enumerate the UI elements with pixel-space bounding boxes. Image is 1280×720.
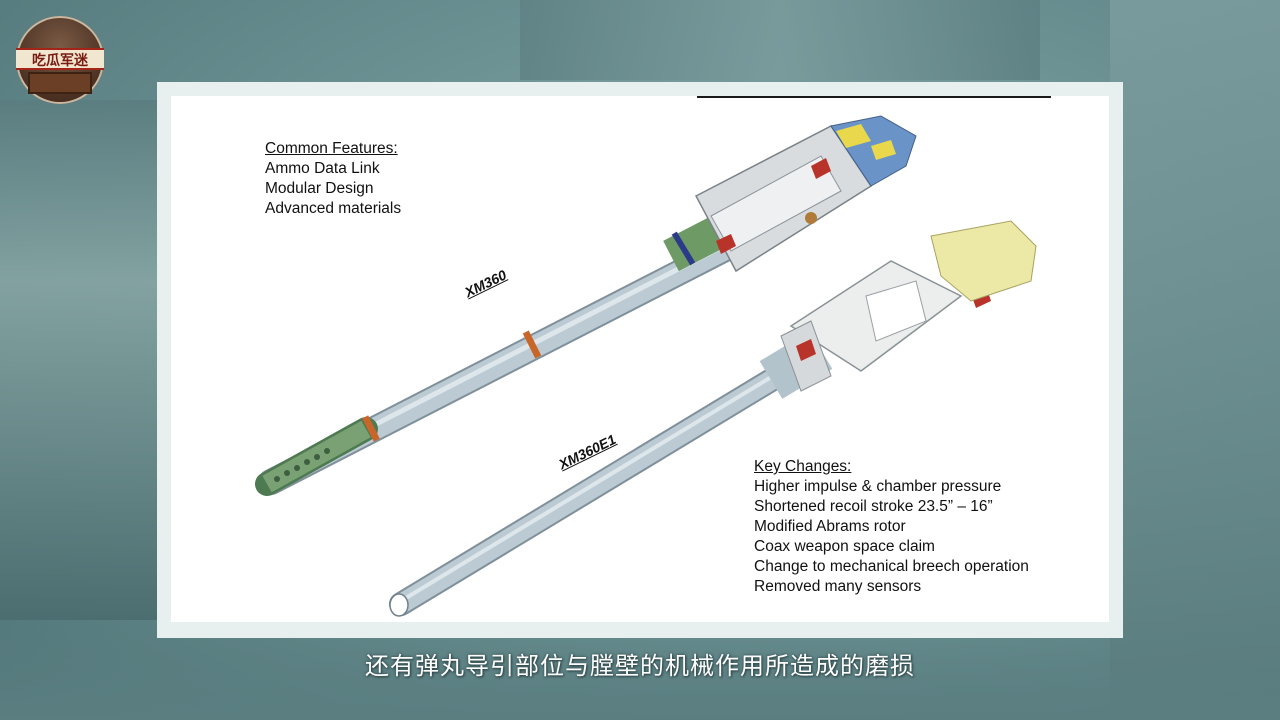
key-change-item: Shortened recoil stroke 23.5” – 16” xyxy=(754,498,993,515)
slide xyxy=(171,96,1109,622)
background-right xyxy=(1110,0,1280,720)
key-change-item: Modified Abrams rotor xyxy=(754,518,906,535)
xm360-muzzle-brake xyxy=(255,417,378,496)
xm360-gun xyxy=(255,115,917,496)
video-subtitle: 还有弹丸导引部位与膛壁的机械作用所造成的磨损 xyxy=(365,652,915,680)
logo-shelf-icon xyxy=(28,72,92,94)
key-changes: Key Changes: Higher impulse & chamber pr… xyxy=(754,457,1029,597)
common-feature-item: Advanced materials xyxy=(265,200,402,217)
common-feature-item: Modular Design xyxy=(265,180,374,197)
common-features-heading: Common Features: xyxy=(265,140,398,157)
xm360e1-gun xyxy=(389,220,1037,617)
key-change-item: Higher impulse & chamber pressure xyxy=(754,478,1002,495)
common-feature-item: Ammo Data Link xyxy=(265,160,380,177)
background-left xyxy=(0,100,160,620)
common-features: Common Features: Ammo Data Link Modular … xyxy=(265,139,401,219)
xm360-breech xyxy=(694,115,917,273)
slide-top-rule xyxy=(697,96,1051,98)
key-change-item: Change to mechanical breech operation xyxy=(754,558,1029,575)
channel-logo-text: 吃瓜军迷 xyxy=(16,48,104,70)
key-changes-heading: Key Changes: xyxy=(754,458,852,475)
xm360e1-breech xyxy=(780,220,1037,392)
gun-illustration xyxy=(255,115,1037,617)
background-top xyxy=(520,0,1040,80)
key-change-item: Coax weapon space claim xyxy=(754,538,935,555)
key-change-item: Removed many sensors xyxy=(754,578,922,595)
